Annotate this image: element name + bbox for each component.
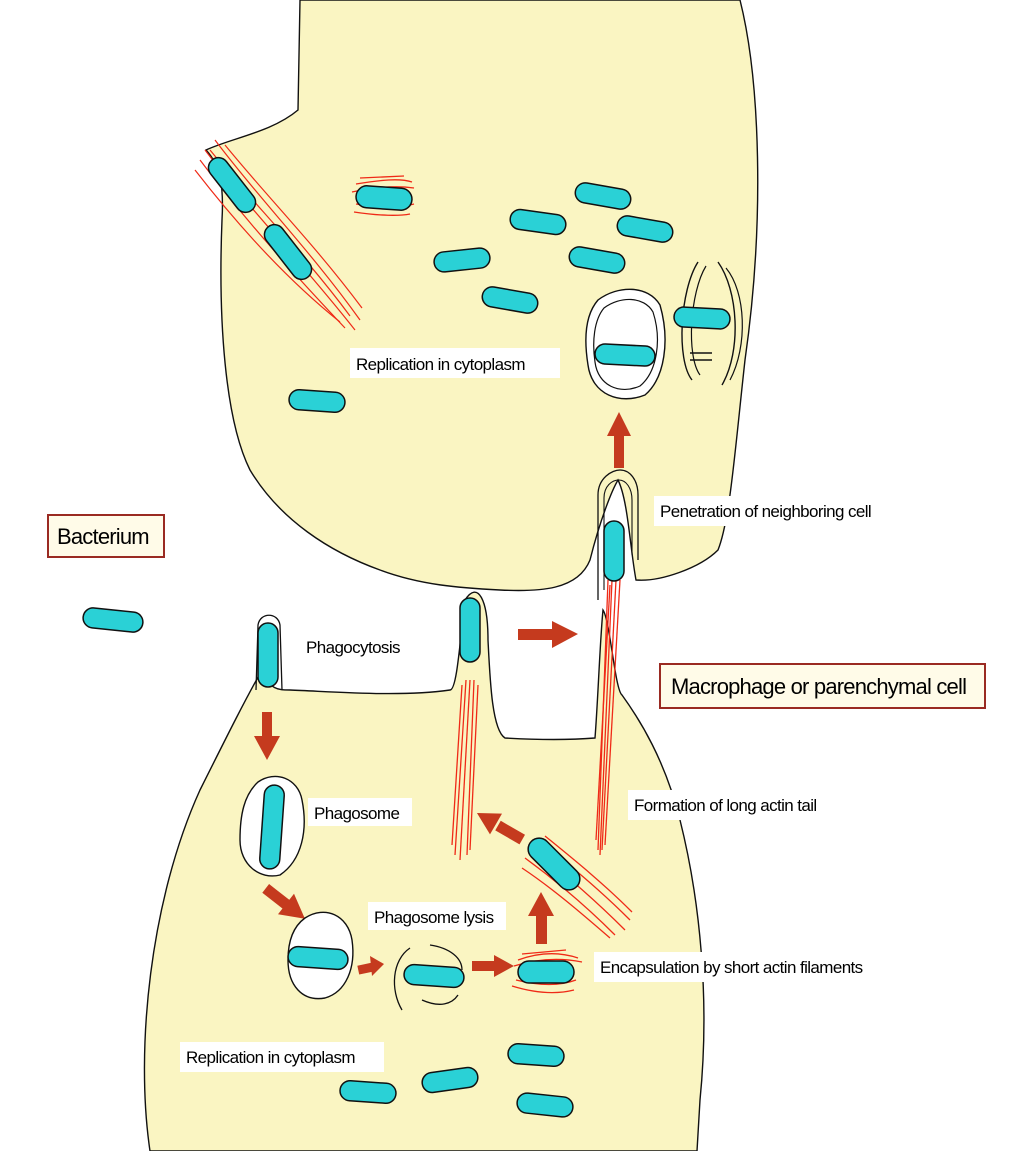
label-replication-upper: Replication in cytoplasm: [350, 348, 560, 378]
label-text: Replication in cytoplasm: [356, 355, 525, 374]
bacterium-icon: [355, 185, 412, 211]
bacterium-icon: [674, 307, 731, 330]
bacterium-icon: [507, 1043, 564, 1067]
bacterium-icon: [460, 598, 480, 662]
arrow-icon: [518, 621, 578, 648]
label-text: Penetration of neighboring cell: [660, 502, 871, 521]
bacterium-icon: [258, 623, 278, 687]
label-actin-tail: Formation of long actin tail: [628, 790, 860, 820]
label-phagosome: Phagosome: [308, 798, 412, 826]
label-text: Phagosome lysis: [374, 908, 494, 927]
label-replication-lower: Replication in cytoplasm: [180, 1042, 384, 1072]
label-text: Phagocytosis: [306, 638, 400, 657]
bacterium-icon: [339, 1080, 396, 1104]
box-text: Macrophage or parenchymal cell: [671, 674, 966, 699]
label-text: Phagosome: [314, 804, 399, 823]
phagocytosis-bacterium: [256, 615, 282, 690]
bacterium-icon: [604, 521, 624, 581]
label-penetration: Penetration of neighboring cell: [654, 496, 906, 526]
bacterium-icon: [518, 961, 574, 983]
lysing-phagosome: [287, 912, 352, 998]
box-bacterium: Bacterium: [48, 515, 164, 557]
bacterium-icon: [82, 607, 144, 633]
double-membrane-vacuole: [586, 289, 665, 398]
label-phagocytosis: Phagocytosis: [300, 632, 400, 660]
label-text: Replication in cytoplasm: [186, 1048, 355, 1067]
label-encapsulation: Encapsulation by short actin filaments: [594, 952, 910, 982]
box-host-cell: Macrophage or parenchymal cell: [660, 664, 985, 708]
label-phagosome-lysis: Phagosome lysis: [368, 902, 506, 930]
box-text: Bacterium: [57, 524, 149, 549]
bacterium-icon: [287, 946, 348, 970]
bacterium-icon: [403, 964, 464, 988]
label-text: Encapsulation by short actin filaments: [600, 958, 863, 977]
label-text: Formation of long actin tail: [634, 796, 817, 815]
bacterium-icon: [595, 343, 656, 366]
bacterium-icon: [288, 389, 345, 413]
